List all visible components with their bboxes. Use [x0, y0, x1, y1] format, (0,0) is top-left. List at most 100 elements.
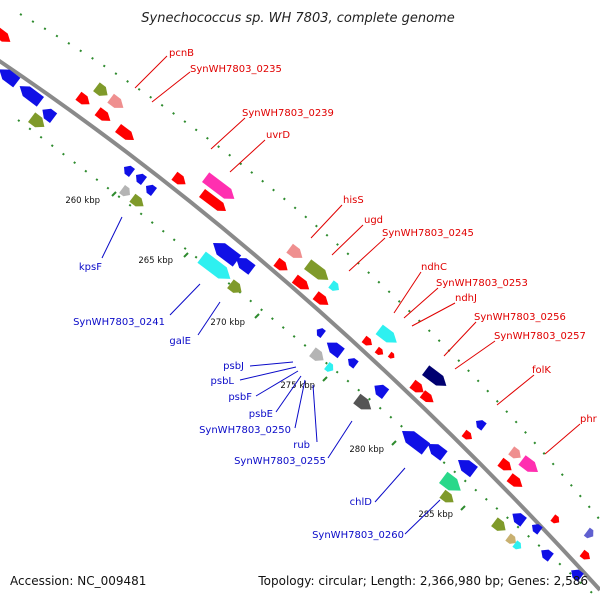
forward-gene-arrow	[361, 335, 372, 346]
kbp-label: 275 kbp	[280, 381, 315, 391]
gene-label-SynWH7803_0255: SynWH7803_0255	[234, 456, 326, 467]
forward-gene-arrow	[324, 361, 334, 372]
reverse-label-texts: kpsF SynWH7803_0241 galE psbJ psbL psbF …	[73, 262, 404, 541]
forward-gene-arrow	[375, 324, 397, 343]
forward-gene-arrow	[409, 379, 424, 393]
forward-gene-arrow	[579, 549, 590, 560]
kbp-tick	[111, 191, 117, 197]
forward-gene-arrow	[353, 393, 372, 410]
reverse-gene-arrow	[571, 569, 584, 582]
gene-label-ndhC: ndhC	[421, 262, 447, 273]
kbp-label: 285 kbp	[418, 510, 453, 520]
gene-label-psbF: psbF	[228, 392, 252, 403]
gene-label-chlD: chlD	[350, 497, 373, 508]
reverse-gene-arrow	[532, 524, 543, 535]
genome-backbone	[0, 58, 600, 592]
topology-text: Topology: circular; Length: 2,366,980 bp…	[257, 574, 588, 588]
inner-guide	[17, 119, 600, 600]
reverse-gene-arrow	[124, 165, 136, 178]
forward-gene-arrow	[550, 514, 560, 524]
kbp-tick	[322, 376, 328, 382]
map-title: Synechococcus sp. WH 7803, complete geno…	[141, 11, 454, 26]
forward-gene-arrow	[374, 346, 384, 356]
forward-gene-arrow	[199, 188, 226, 212]
forward-gene-arrow	[506, 473, 523, 487]
kbp-label: 280 kbp	[349, 445, 384, 455]
gene-label-SynWH7803_0241: SynWH7803_0241	[73, 317, 165, 328]
forward-gene-arrow	[0, 22, 11, 42]
gene-features	[0, 22, 594, 582]
gene-label-ugd: ugd	[364, 215, 383, 226]
forward-gene-arrow	[129, 193, 144, 207]
forward-gene-arrow	[508, 446, 521, 459]
forward-gene-arrow	[505, 533, 516, 544]
forward-gene-arrow	[202, 172, 235, 199]
gene-label-SynWH7803_0250: SynWH7803_0250	[199, 425, 291, 436]
gene-label-SynWH7803_0235: SynWH7803_0235	[190, 64, 282, 75]
reverse-gene-arrow	[136, 173, 148, 186]
reverse-gene-arrow	[236, 257, 256, 275]
reverse-gene-arrow	[0, 69, 21, 88]
forward-gene-arrow	[461, 429, 472, 440]
gene-label-uvrD: uvrD	[266, 130, 290, 141]
forward-gene-arrow	[286, 243, 303, 258]
kbp-scale: 260 kbp 265 kbp 270 kbp 275 kbp 280 kbp …	[65, 191, 466, 520]
forward-gene-arrow	[118, 184, 130, 197]
gene-label-rub: rub	[293, 440, 310, 451]
forward-gene-arrow	[439, 489, 454, 503]
gene-label-SynWH7803_0245: SynWH7803_0245	[382, 228, 474, 239]
gene-label-phr: phr	[580, 414, 598, 425]
forward-gene-arrow	[497, 457, 512, 471]
gene-label-ndhJ: ndhJ	[455, 293, 477, 304]
reverse-gene-arrow	[541, 549, 554, 562]
reverse-labels	[101, 216, 441, 535]
gene-label-kpsF: kpsF	[79, 262, 102, 273]
reverse-gene-arrow	[19, 86, 44, 107]
reverse-gene-arrow	[213, 242, 242, 267]
forward-gene-arrow	[291, 274, 310, 290]
reverse-gene-arrow	[374, 384, 390, 400]
reverse-gene-arrow	[458, 459, 478, 478]
accession-text: Accession: NC_009481	[10, 574, 146, 588]
forward-gene-arrow	[273, 257, 288, 271]
gene-label-galE: galE	[169, 336, 191, 347]
forward-labels	[134, 55, 581, 455]
forward-gene-arrow	[419, 390, 434, 403]
forward-gene-arrow	[387, 351, 395, 359]
forward-gene-arrow	[115, 123, 134, 141]
forward-gene-arrow	[75, 91, 90, 105]
reverse-gene-arrow	[316, 328, 326, 339]
forward-gene-arrow	[491, 517, 506, 531]
forward-label-texts: pcnB SynWH7803_0235 SynWH7803_0239 uvrD …	[169, 48, 598, 425]
forward-gene-arrow	[328, 280, 339, 291]
forward-gene-arrow	[304, 259, 329, 280]
forward-gene-arrow	[309, 347, 324, 361]
forward-gene-arrow	[312, 291, 329, 305]
kbp-tick	[460, 505, 466, 511]
forward-gene-arrow	[439, 471, 461, 491]
forward-gene-arrow	[107, 93, 124, 108]
kbp-tick	[391, 440, 397, 446]
kbp-tick	[254, 313, 260, 319]
reverse-gene-arrow	[42, 108, 58, 124]
gene-label-hisS: hisS	[343, 195, 364, 206]
forward-gene-arrow	[28, 112, 45, 128]
reverse-gene-arrow	[326, 342, 345, 359]
kbp-label: 265 kbp	[138, 256, 173, 266]
gene-label-SynWH7803_0260: SynWH7803_0260	[312, 530, 404, 541]
forward-gene-arrow	[422, 365, 447, 386]
gene-label-SynWH7803_0256: SynWH7803_0256	[474, 312, 566, 323]
forward-gene-arrow	[94, 107, 111, 121]
forward-gene-arrow	[583, 527, 594, 539]
gene-label-folK: folK	[532, 365, 551, 376]
gene-label-SynWH7803_0253: SynWH7803_0253	[436, 278, 528, 289]
gene-label-psbJ: psbJ	[223, 361, 244, 372]
kbp-label: 270 kbp	[210, 318, 245, 328]
reverse-gene-arrow	[476, 420, 487, 431]
gene-label-psbE: psbE	[249, 409, 273, 420]
gene-label-SynWH7803_0257: SynWH7803_0257	[494, 331, 586, 342]
forward-gene-arrow	[512, 540, 522, 550]
kbp-tick	[183, 252, 189, 258]
